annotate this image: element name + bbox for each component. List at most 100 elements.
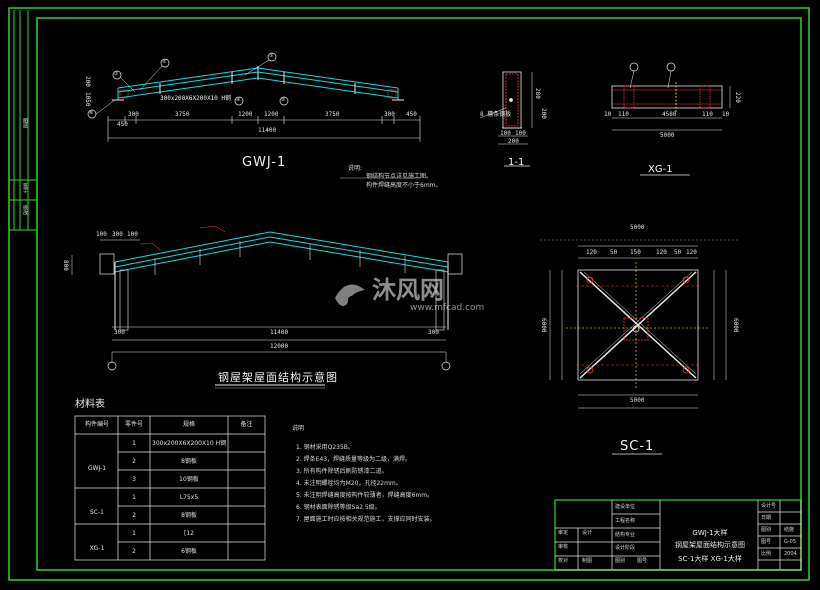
table-row-7-spec: 6钢板 [181,548,197,555]
table-row-4-no: 1 [132,494,136,501]
xg-dim-1: 10 [604,111,612,118]
titleblock-left-5: 制图 [582,558,593,564]
gwj-left-dim-1: 200 [84,76,91,87]
watermark-text: 沐风网 [372,276,444,304]
sc-small-6: 120 [686,249,697,256]
titleblock-mid-1: 建设单位 [615,504,636,510]
xg-dim-4: 110 [702,111,713,118]
sec11-caption: 1-1 [508,157,525,168]
sec11-dim-4: 280 [534,88,541,99]
gwj-dim-6: 3750 [325,111,340,118]
titleblock-right-5: 比例 [761,551,772,557]
sec11-dim-2: 100 [515,130,526,137]
titleblock-right-1: 设计号 [761,503,777,509]
roof-dim-2: 300 [112,231,123,238]
table-row-3-no: 3 [132,476,136,483]
sc-dim-bottom: 5000 [630,397,645,404]
gwj-dim-3: 3750 [175,111,190,118]
titleblock-right-4: 图号 [761,539,772,545]
note-item-3: 3. 所有构件除锈后刷防锈漆二道。 [296,468,388,475]
gwj-callout-4: ④ [236,97,241,103]
titleblock-left-3: 校对 [558,558,569,564]
materials-header-3: 规格 [182,421,195,428]
xg-dim-5: 10 [722,111,730,118]
materials-group-gwj: GWJ-1 [87,465,107,472]
sc-small-4: 120 [656,249,667,256]
gwj-callout-5: ⑤ [281,97,286,103]
titleblock-title-2: 钢屋架屋面结构示意图 [675,541,745,549]
gwj-section-label: 300x200X6X200X10 H钢 [160,95,232,102]
note-item-7: 7. 屋面施工时应按相关规范施工，支撑应同时安装。 [296,516,436,523]
notes-title: 说明 [292,425,305,432]
side-strip-label-3: 修改 [22,205,28,215]
xg-dim-total: 5000 [660,132,675,139]
titleblock-title-3: SC-1大样 XG-1大样 [678,555,742,563]
sc-small-2: 50 [610,249,618,256]
titleblock-right-2: 日期 [761,515,772,521]
note-item-6: 6. 钢材表面除锈等级Sa2.5级。 [296,504,381,511]
gwj-callout-1: ① [114,71,119,77]
gwj-notes-title: 说明: [348,165,363,172]
titleblock-left-1: 审定 [558,530,569,536]
xg-dim-3: 4580 [662,111,677,118]
table-row-3-spec: 10钢板 [179,476,199,483]
titleblock-value-5: 2004 [784,551,797,557]
gwj-callout-2: ② [162,59,167,65]
roof-dim-total: 12000 [270,343,289,350]
titleblock-title-1: GWJ-1大样 [692,529,728,537]
gwj-callout-6: ⑥ [89,110,94,116]
materials-header-4: 备注 [240,421,253,428]
watermark-logo-mark [335,284,365,306]
table-row-6-no: 1 [132,530,136,537]
sc-small-3: 150 [630,249,641,256]
table-row-7-no: 2 [132,548,136,555]
materials-group-xg: XG-1 [89,545,105,552]
note-item-4: 4. 未注明螺栓均为M20，孔径22mm。 [296,480,402,487]
gwj-dim-5: 1200 [264,111,279,118]
titleblock-left-4: 设计 [582,530,593,536]
xg-caption: XG-1 [648,164,673,175]
note-item-2: 2. 焊条E43，焊缝质量等级为二级，满焊。 [296,456,412,463]
roof-dim-3: 100 [127,231,138,238]
note-item-1: 1. 钢材采用Q235B。 [296,444,354,451]
titleblock-mid-2: 工程名称 [615,518,636,524]
gwj-dim-7: 300 [384,111,395,118]
sc-dim-top: 5000 [630,224,645,231]
titleblock-right-3: 图别 [761,527,772,533]
titleblock-mid-5: 图别 [615,558,626,564]
sc-dim-side-l: 6000 [540,318,547,333]
sec11-label: 8 檩条钢板 [480,111,512,118]
titleblock-mid-6: 图号 [637,558,648,564]
roof-dim-side-r: 300 [428,329,439,336]
xg-dim-side: 220 [734,92,741,103]
table-row-5-no: 2 [132,512,136,519]
gwj-note-1: 钢结构节点详见施工图。 [366,173,433,180]
note-item-5: 5. 未注明焊缝高度按构件较薄者，焊缝高度6mm。 [296,492,434,499]
table-row-1-no: 1 [132,440,136,447]
gwj-dim-2: 300 [128,111,139,118]
sc-small-5: 50 [674,249,682,256]
sc-caption: SC-1 [620,439,655,454]
table-row-2-no: 2 [132,458,136,465]
roof-dim-span: 11400 [270,329,289,336]
materials-title: 材料表 [75,399,105,410]
roof-caption: 钢屋架屋面结构示意图 [218,371,338,384]
titleblock-mid-3: 结构专业 [615,532,636,538]
roof-dim-left: 800 [62,260,69,271]
gwj-left-dim-2: 1050 [84,92,91,107]
sc-small-1: 120 [586,249,597,256]
gwj-dim-4: 1200 [238,111,253,118]
titleblock-mid-4: 设计阶段 [615,545,636,551]
titleblock-value-4: G-05 [784,539,797,545]
materials-header-1: 构件编号 [84,421,109,428]
gwj-dim-1: 450 [117,121,128,128]
xg-dim-2: 110 [618,111,629,118]
roof-dim-1: 100 [96,231,107,238]
sc-dim-side-r: 6000 [732,318,739,333]
table-row-4-spec: L75x5 [179,494,199,501]
table-row-6-spec: [12 [184,530,194,537]
watermark-url: www.mfcad.com [410,303,485,313]
gwj-caption: GWJ-1 [242,155,287,170]
sec11-dim-3: 200 [508,138,519,145]
